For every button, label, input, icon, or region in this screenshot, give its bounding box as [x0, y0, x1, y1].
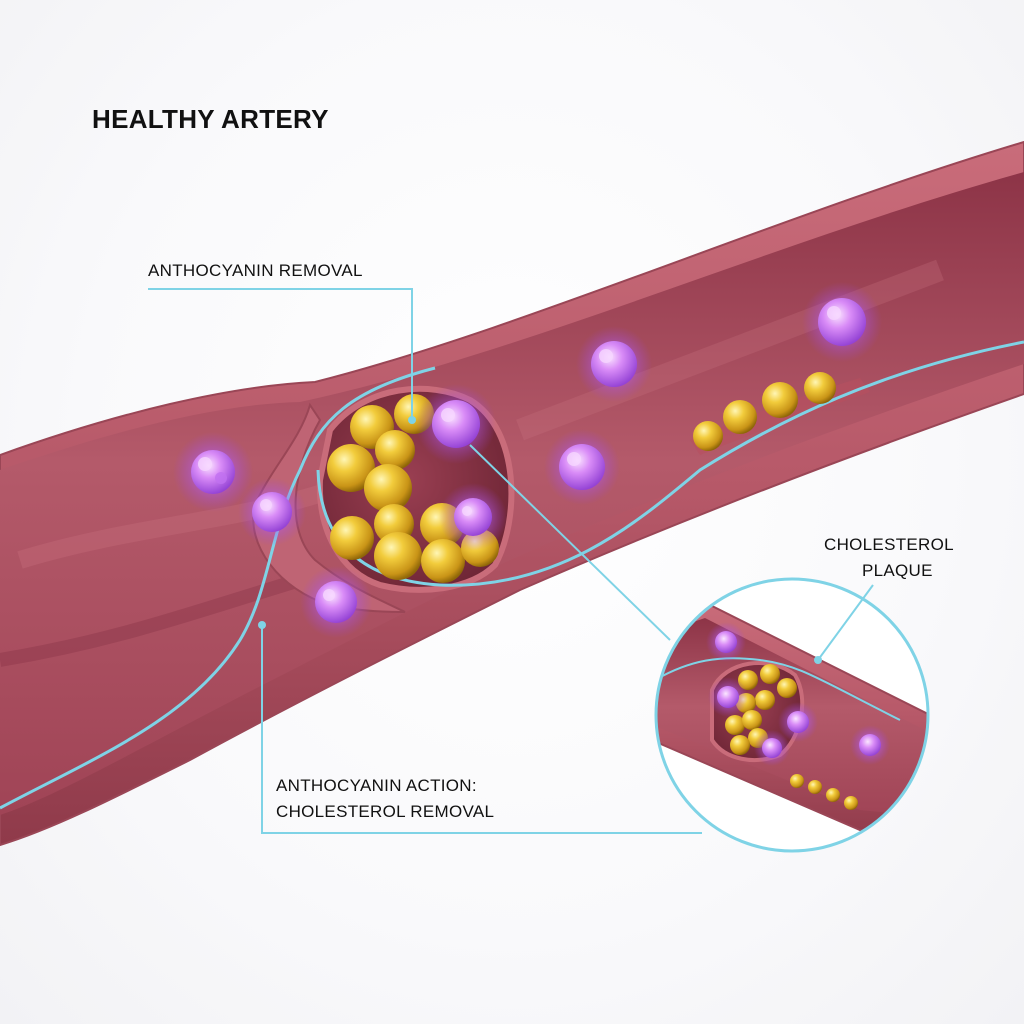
cholesterol-particle — [375, 430, 415, 470]
anthocyanin-molecule — [173, 432, 253, 512]
anthocyanin-molecule — [439, 483, 507, 551]
label-cholesterol-plaque-line1: CHOLESTEROL — [824, 535, 954, 554]
cholesterol-particle — [374, 532, 422, 580]
cholesterol-particle — [725, 715, 745, 735]
anthocyanin-molecule — [238, 478, 306, 546]
cholesterol-particle — [804, 372, 836, 404]
leader-line-plaque — [817, 584, 874, 661]
leader-line-action — [261, 625, 702, 834]
diagram-title: HEALTHY ARTERY — [92, 104, 329, 134]
leader-line-removal — [148, 288, 413, 418]
label-anthocyanin-removal: ANTHOCYANIN REMOVAL — [148, 261, 363, 280]
label-anthocyanin-action-line2: CHOLESTEROL REMOVAL — [276, 802, 495, 821]
anthocyanin-molecule — [754, 730, 790, 766]
main-artery — [0, 140, 1024, 847]
label-anthocyanin-action-line1: ANTHOCYANIN ACTION: — [276, 776, 477, 795]
flow-guide-line — [0, 366, 436, 810]
anthocyanin-molecule — [416, 384, 496, 464]
cholesterol-particle — [364, 464, 412, 512]
leader-lines — [148, 288, 874, 834]
flow-guide-line-2 — [316, 340, 1024, 587]
magnified-inset — [654, 577, 930, 853]
cholesterol-particle — [421, 539, 465, 583]
cholesterol-particle — [844, 796, 858, 810]
cholesterol-particle — [762, 382, 798, 418]
cholesterol-particle — [790, 774, 804, 788]
leader-line-magnify — [469, 444, 671, 641]
anthocyanin-molecule — [708, 677, 748, 717]
anthocyanin-molecule — [850, 725, 890, 765]
label-cholesterol-plaque-line2: PLAQUE — [862, 561, 933, 580]
anthocyanin-molecule — [802, 282, 882, 362]
cholesterol-particle — [723, 400, 757, 434]
cholesterol-particle — [777, 678, 797, 698]
cholesterol-particle — [693, 421, 723, 451]
cholesterol-particle — [742, 710, 762, 730]
cholesterol-particle — [730, 735, 750, 755]
cholesterol-particle — [826, 788, 840, 802]
cholesterol-particle — [755, 690, 775, 710]
anthocyanin-molecule — [300, 566, 372, 638]
anthocyanin-molecule — [544, 429, 620, 505]
magnifier-ring — [654, 577, 930, 853]
cholesterol-particle — [327, 444, 375, 492]
cholesterol-particle — [760, 664, 780, 684]
anthocyanin-molecule — [706, 622, 746, 662]
cholesterol-particle — [808, 780, 822, 794]
anthocyanin-molecules — [173, 282, 882, 638]
cholesterol-particle — [330, 516, 374, 560]
anthocyanin-molecule — [576, 326, 652, 402]
anthocyanin-molecule — [778, 702, 818, 742]
